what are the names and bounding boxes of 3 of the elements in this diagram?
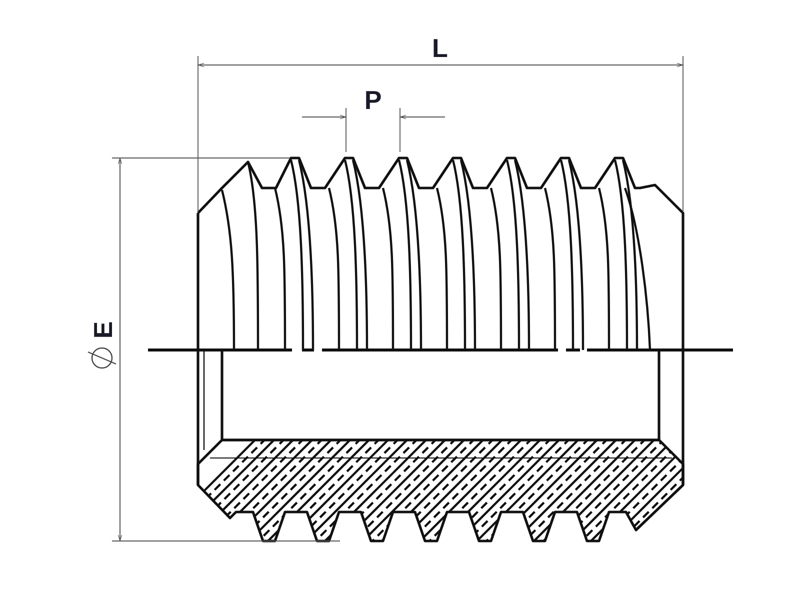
dimension-label: L: [432, 35, 448, 61]
dimension-label: E: [90, 321, 116, 339]
dimension-label: P: [364, 87, 382, 113]
